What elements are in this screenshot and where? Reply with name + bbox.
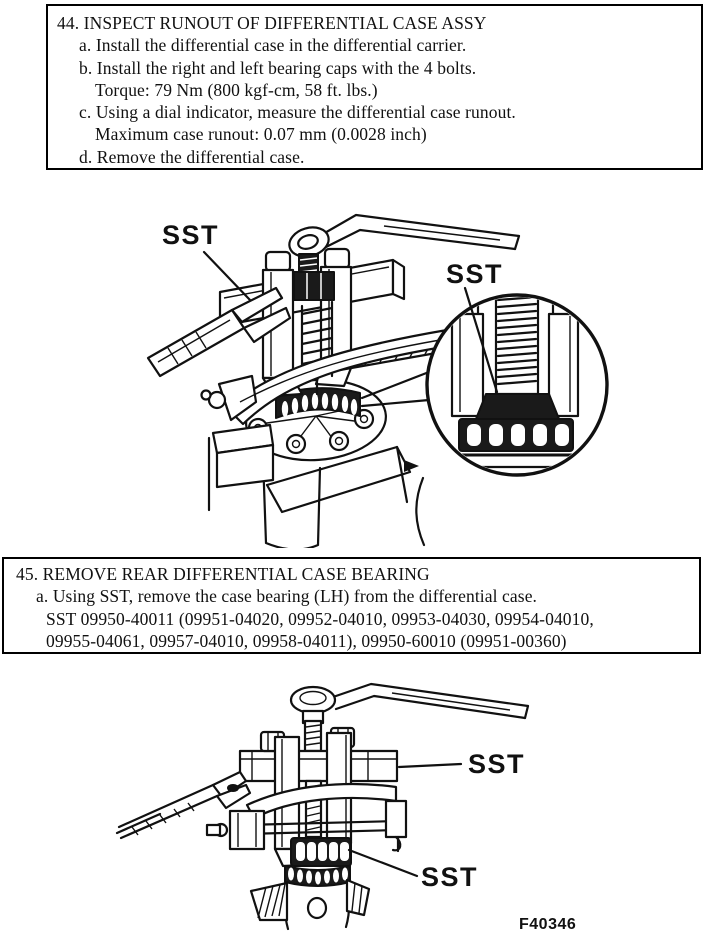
sst-label-tool: SST bbox=[162, 220, 219, 250]
step-44-line-b: b. Install the right and left bearing ca… bbox=[79, 57, 477, 78]
ring-gear bbox=[275, 387, 361, 419]
inset-detail-view bbox=[425, 293, 609, 477]
figure-runout-inspection: SST SST bbox=[146, 213, 609, 548]
callout-lines bbox=[360, 370, 431, 472]
clamp-assembly bbox=[205, 782, 408, 853]
sst-label-lower: SST bbox=[421, 862, 478, 892]
procedure-box-step-45: 45. REMOVE REAR DIFFERENTIAL CASE BEARIN… bbox=[2, 557, 701, 654]
figure-code: F40346 bbox=[519, 916, 577, 933]
screw-threads-upper bbox=[303, 719, 323, 753]
open-end-wrench bbox=[115, 770, 252, 840]
puller-crossbar bbox=[238, 749, 399, 783]
leader-line bbox=[202, 250, 252, 302]
ring-gear bbox=[284, 865, 351, 887]
puller-yoke bbox=[200, 328, 451, 426]
sst-label-inset: SST bbox=[446, 259, 503, 289]
open-end-wrench bbox=[146, 286, 292, 378]
sst-label-upper: SST bbox=[468, 749, 525, 779]
figure-bearing-removal: SST SST bbox=[115, 682, 530, 931]
step-45-sst-numbers-2: 09955-04061, 09957-04010, 09958-04011), … bbox=[46, 630, 567, 651]
step-45-sst-numbers-1: SST 09950-40011 (09951-04020, 09952-0401… bbox=[46, 608, 594, 629]
step-44-runout-spec: Maximum case runout: 0.07 mm (0.0028 inc… bbox=[95, 124, 427, 145]
step-45-line-a: a. Using SST, remove the case bearing (L… bbox=[36, 586, 538, 607]
leader-line bbox=[347, 848, 419, 878]
step-44-title: 44. INSPECT RUNOUT OF DIFFERENTIAL CASE … bbox=[57, 13, 487, 33]
leader-line bbox=[397, 762, 463, 769]
figure2-annotations: SST SST bbox=[347, 749, 525, 892]
step-44-line-c: c. Using a dial indicator, measure the d… bbox=[79, 102, 516, 123]
figure1-annotations: SST SST bbox=[162, 220, 503, 394]
case-bearing bbox=[290, 837, 352, 867]
screw-handle bbox=[289, 682, 530, 725]
step-44-torque-spec: Torque: 79 Nm (800 kgf-cm, 58 ft. lbs.) bbox=[95, 79, 378, 100]
step-45-title: 45. REMOVE REAR DIFFERENTIAL CASE BEARIN… bbox=[16, 564, 430, 584]
step-44-line-a: a. Install the differential case in the … bbox=[79, 35, 467, 56]
differential-case bbox=[249, 878, 371, 931]
inset-claw-foot bbox=[475, 393, 560, 420]
leader-line bbox=[463, 286, 499, 394]
step-44-line-d: d. Remove the differential case. bbox=[79, 146, 305, 167]
procedure-box-step-44: 44. INSPECT RUNOUT OF DIFFERENTIAL CASE … bbox=[46, 4, 703, 170]
support-stand bbox=[261, 445, 426, 548]
support-block bbox=[207, 423, 275, 512]
inset-claw-right bbox=[547, 312, 580, 418]
